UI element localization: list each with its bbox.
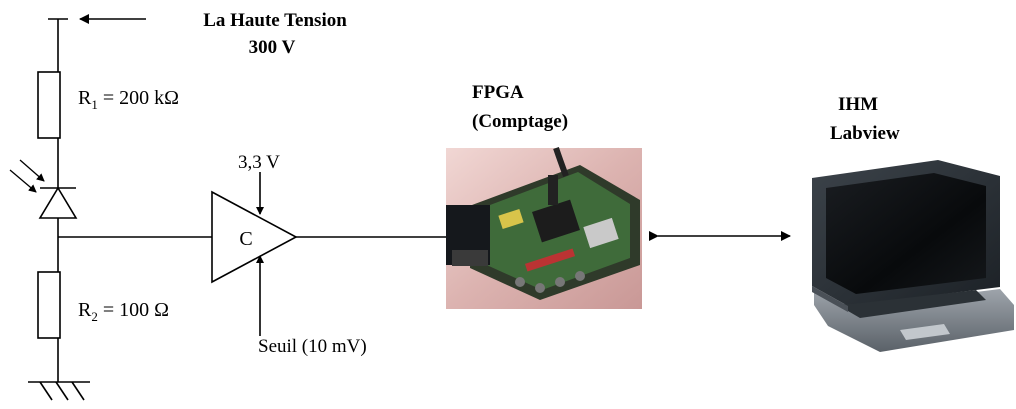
fpga-board-image <box>446 147 642 309</box>
resistor-r1 <box>37 71 61 139</box>
fpga-label-line1: FPGA <box>472 82 524 103</box>
supply-label: 3,3 V <box>238 152 280 173</box>
hv-label-line1: La Haute Tension <box>203 10 347 31</box>
light-ray-1 <box>9 169 37 193</box>
r2-label: R2 = 100 Ω <box>78 299 169 324</box>
comparator-triangle <box>211 190 298 284</box>
fpga-label-line2: (Comptage) <box>472 111 568 132</box>
threshold-label: Seuil (10 mV) <box>258 336 367 357</box>
comparator-letter: C <box>239 228 252 250</box>
light-ray-2 <box>19 159 45 182</box>
r1-label: R1 = 200 kΩ <box>78 87 179 112</box>
laptop-image <box>812 160 1014 352</box>
resistor-r2 <box>37 271 61 339</box>
ground-symbol <box>28 338 90 401</box>
hv-label-line2: 300 V <box>249 37 296 58</box>
hmi-label-line1: IHM <box>838 94 878 115</box>
photodiode <box>9 159 78 272</box>
hmi-label-line2: Labview <box>830 123 900 144</box>
